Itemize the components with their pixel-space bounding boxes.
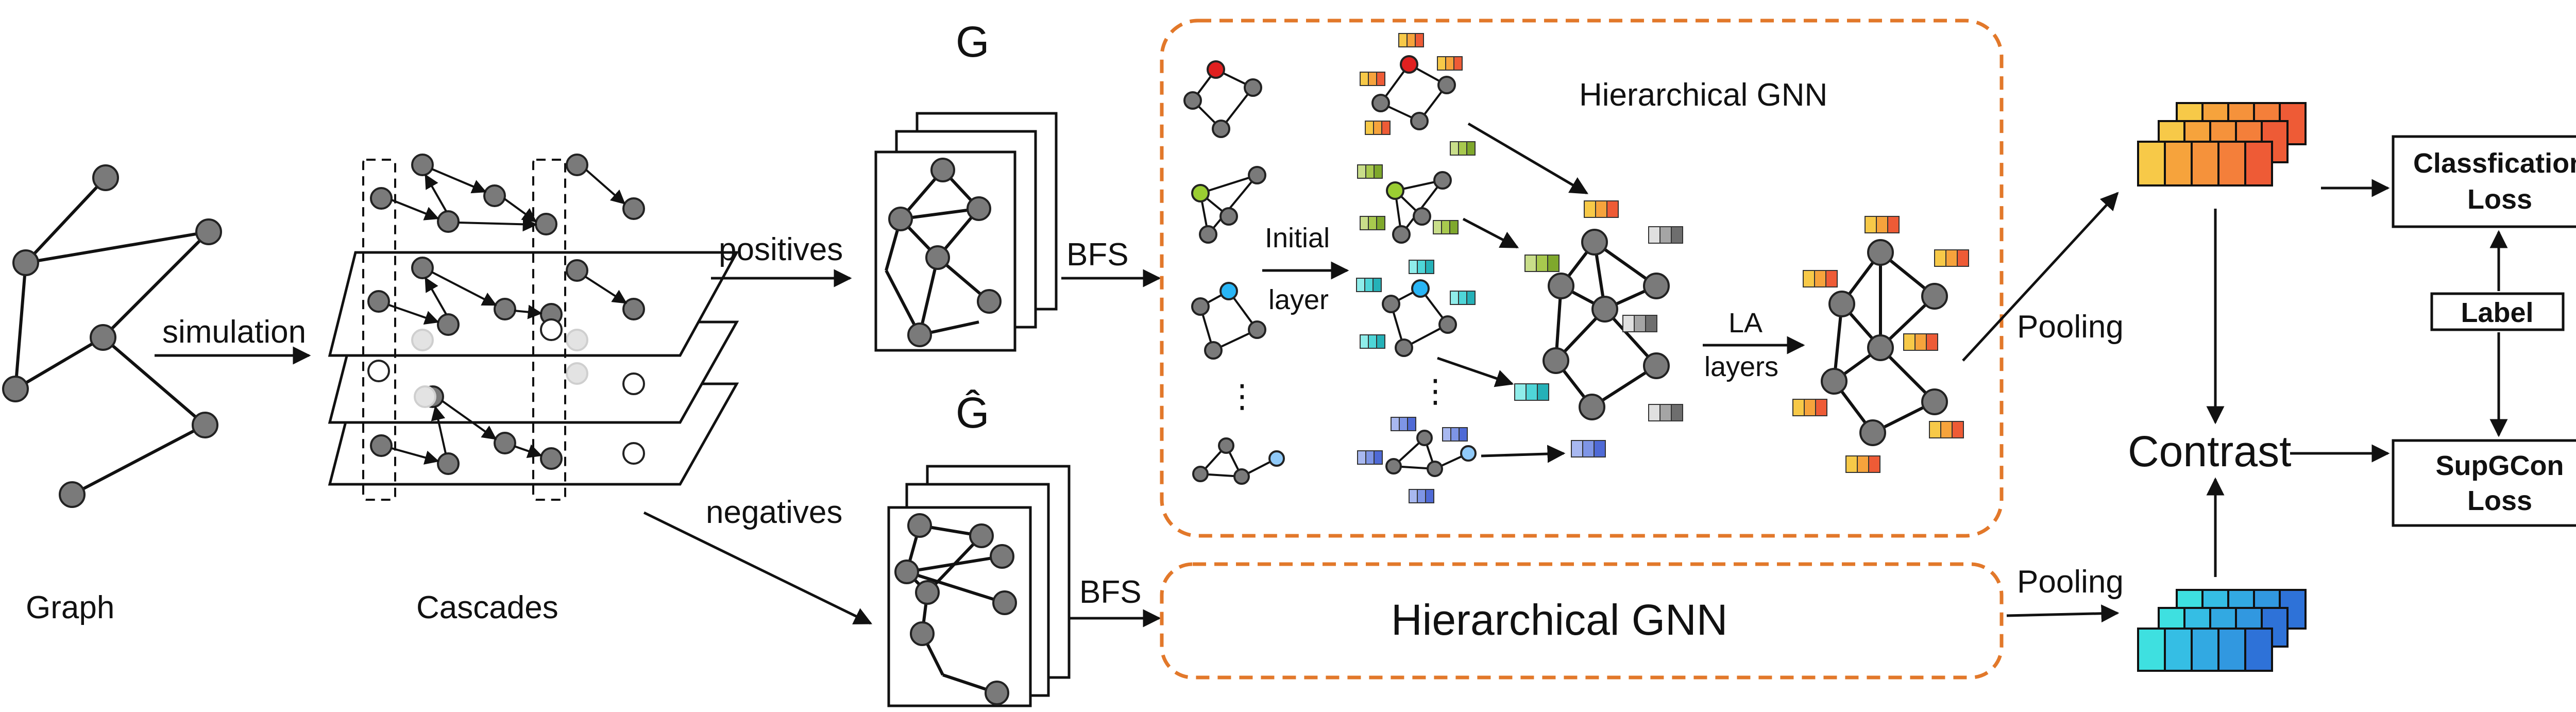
supgcon-loss-box: [2392, 439, 2576, 527]
pooling-bottom-arrow: [2006, 604, 2120, 623]
ellipsis-middle: ⋮: [1419, 374, 1451, 409]
pool-arrow-3: [1437, 357, 1514, 387]
simulation-label: simulation: [162, 314, 306, 350]
graph-label: Graph: [26, 590, 114, 625]
hierarchical-gnn-bottom-box: [1160, 562, 2004, 680]
hierarchical-gnn-top-label: Hierarchical GNN: [1579, 77, 1827, 113]
input-graph: [2, 164, 222, 508]
positive-graph-stack: [874, 112, 1058, 352]
classification-loss-line2: Loss: [2467, 184, 2532, 215]
g-hat-label: Ĝ: [956, 388, 989, 437]
contrast-label: Contrast: [2128, 427, 2291, 476]
pool-arrow-2: [1462, 217, 1519, 249]
layer-label: layer: [1268, 284, 1329, 315]
layers-label: layers: [1704, 351, 1778, 382]
positive-embedding-stack: [2137, 102, 2307, 187]
pool-arrow-1: [1467, 122, 1589, 195]
label-box: [2430, 292, 2565, 331]
initial-label: Initial: [1265, 223, 1330, 253]
supgcon-loss-line2: Loss: [2467, 485, 2532, 516]
negative-graph-stack: [887, 465, 1071, 707]
bfs-subgraphs: [1183, 60, 1285, 485]
ellipsis-left: ⋮: [1226, 379, 1258, 414]
la-layer-graph: [1792, 216, 1969, 473]
cascades-stack: [328, 154, 739, 501]
negatives-arrow: [643, 511, 873, 625]
pooling-bottom-label: Pooling: [2017, 564, 2124, 600]
feature-vec-warm-1: [1398, 33, 1424, 47]
cascades-label: Cascades: [416, 590, 558, 625]
classification-loss-line1: Classfication: [2413, 148, 2576, 179]
hierarchical-gnn-bottom-label: Hierarchical GNN: [1391, 596, 1727, 644]
negative-embedding-stack: [2137, 589, 2307, 672]
la-label: LA: [1728, 308, 1762, 338]
label-text: Label: [2461, 297, 2533, 328]
bfs-bottom-label: BFS: [1079, 574, 1142, 610]
positives-label: positives: [719, 232, 843, 267]
bfs-top-label: BFS: [1066, 237, 1129, 273]
negatives-label: negatives: [706, 495, 842, 530]
embedded-subgraphs: [1356, 33, 1477, 503]
hierarchical-gnn-top-box: [1160, 19, 2004, 538]
pooling-top-arrow: [1962, 192, 2119, 362]
classification-loss-box: [2392, 135, 2576, 228]
supgcon-loss-line1: SupGCon: [2436, 450, 2564, 481]
pool-arrow-4: [1481, 445, 1566, 463]
pooling-top-label: Pooling: [2017, 309, 2124, 345]
initial-level-graph: [1514, 200, 1683, 457]
g-label: G: [956, 18, 989, 66]
